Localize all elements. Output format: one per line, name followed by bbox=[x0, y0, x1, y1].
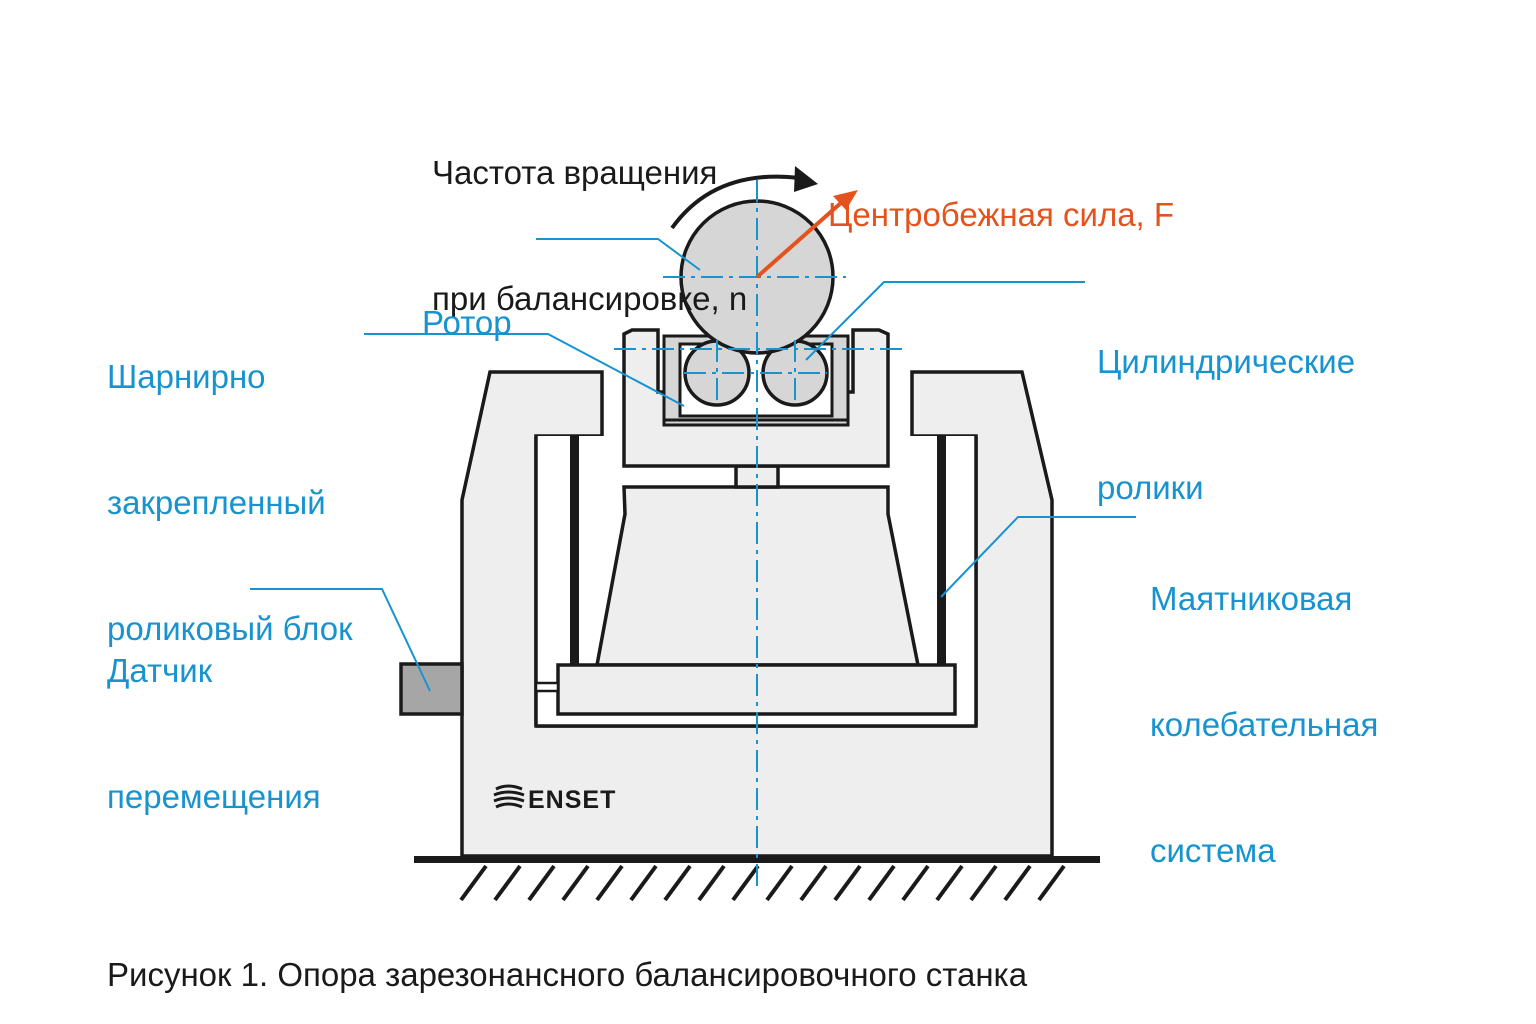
svg-text:ENSET: ENSET bbox=[528, 786, 616, 814]
leader-roller-block bbox=[364, 333, 685, 407]
rotation-arrow bbox=[670, 166, 818, 230]
rotor-label: Ротор bbox=[422, 218, 512, 428]
pendulum-system-label: Маятниковая колебательная система bbox=[1150, 494, 1378, 956]
displacement-sensor-label: Датчик перемещения bbox=[107, 566, 321, 902]
rotor-text: Ротор bbox=[422, 304, 512, 341]
leader-pendulum bbox=[940, 516, 1136, 598]
pendulum-line-1: Маятниковая bbox=[1150, 580, 1353, 617]
pendulum-plate-right bbox=[937, 436, 946, 668]
roller-block-line-3: роликовый блок bbox=[107, 610, 353, 647]
cylindrical-rollers-line-1: Цилиндрические bbox=[1097, 343, 1356, 380]
cylindrical-rollers-line-2: ролики bbox=[1097, 469, 1204, 506]
ground-hatching bbox=[459, 864, 1066, 902]
rotation-speed-line-2: при балансировке, n bbox=[432, 280, 748, 317]
enset-logo: ENSET bbox=[493, 784, 616, 814]
centrifugal-force-label: Центробежная сила, F bbox=[828, 110, 1174, 320]
sensor-line-2: перемещения bbox=[107, 778, 321, 815]
sensor-line-1: Датчик bbox=[107, 652, 213, 689]
centrifugal-force-text: Центробежная сила, F bbox=[828, 196, 1175, 233]
center-lines bbox=[614, 180, 904, 890]
figure-caption: Рисунок 1. Опора зарезонансного балансир… bbox=[107, 956, 1028, 993]
leader-lines bbox=[250, 238, 1136, 692]
pendulum-line-3: система bbox=[1150, 832, 1276, 869]
rotation-speed-label: Частота вращения при балансировке, n bbox=[432, 68, 747, 404]
pendulum-line-2: колебательная bbox=[1150, 706, 1379, 743]
ground bbox=[414, 856, 1100, 902]
force-arrow bbox=[755, 190, 858, 279]
leader-sensor bbox=[250, 588, 431, 692]
roller-block-line-1: Шарнирно bbox=[107, 358, 266, 395]
roller-block-label: Шарнирно закрепленный роликовый блок bbox=[107, 272, 353, 734]
pendulum-plate-left bbox=[570, 436, 579, 668]
leader-rotor bbox=[536, 238, 701, 271]
sensor-rod bbox=[534, 681, 560, 693]
displacement-sensor bbox=[399, 662, 464, 716]
leader-rollers bbox=[805, 281, 1085, 361]
cylindrical-rollers-label: Цилиндрические ролики bbox=[1097, 257, 1355, 593]
rotation-speed-line-1: Частота вращения bbox=[432, 154, 718, 191]
roller-block-line-2: закрепленный bbox=[107, 484, 326, 521]
